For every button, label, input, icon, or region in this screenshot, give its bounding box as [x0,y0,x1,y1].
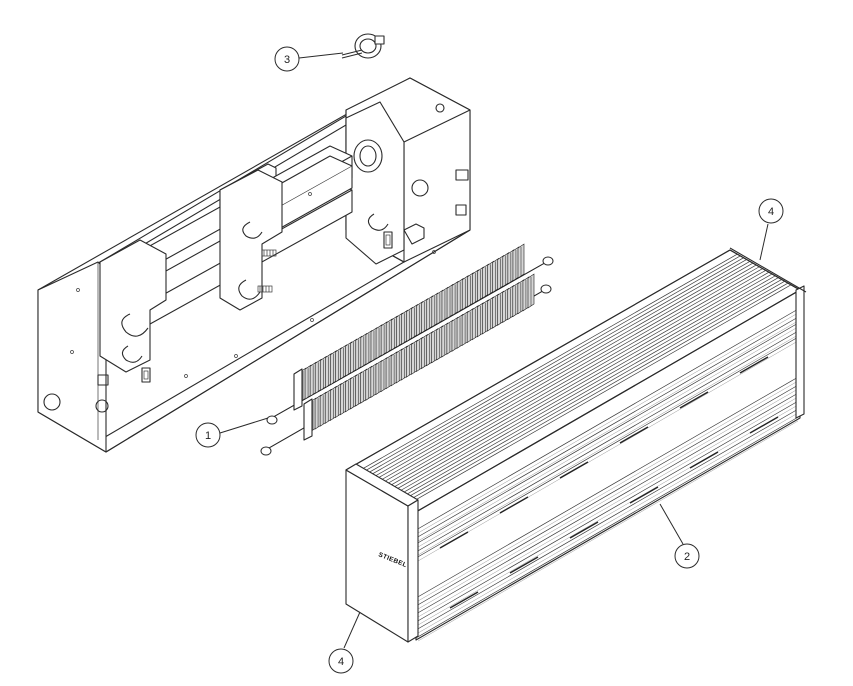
callout-3: 3 [274,46,344,72]
callout-4-bottom: 4 [328,611,361,674]
callout-1: 1 [195,417,269,448]
callout-4-top-label: 4 [768,206,774,218]
heating-element-part [260,243,554,456]
left-end-cap: STIEBEL [345,463,419,643]
callout-3-label: 3 [284,54,290,66]
callout-2: 2 [659,503,700,569]
control-knob-part [341,33,385,59]
callout-4-bottom-label: 4 [338,656,344,668]
callout-4-top: 4 [758,198,784,261]
callout-2-label: 2 [684,551,690,563]
callout-1-label: 1 [205,430,211,442]
right-end-cap [729,247,807,419]
housing-frame [37,77,471,453]
